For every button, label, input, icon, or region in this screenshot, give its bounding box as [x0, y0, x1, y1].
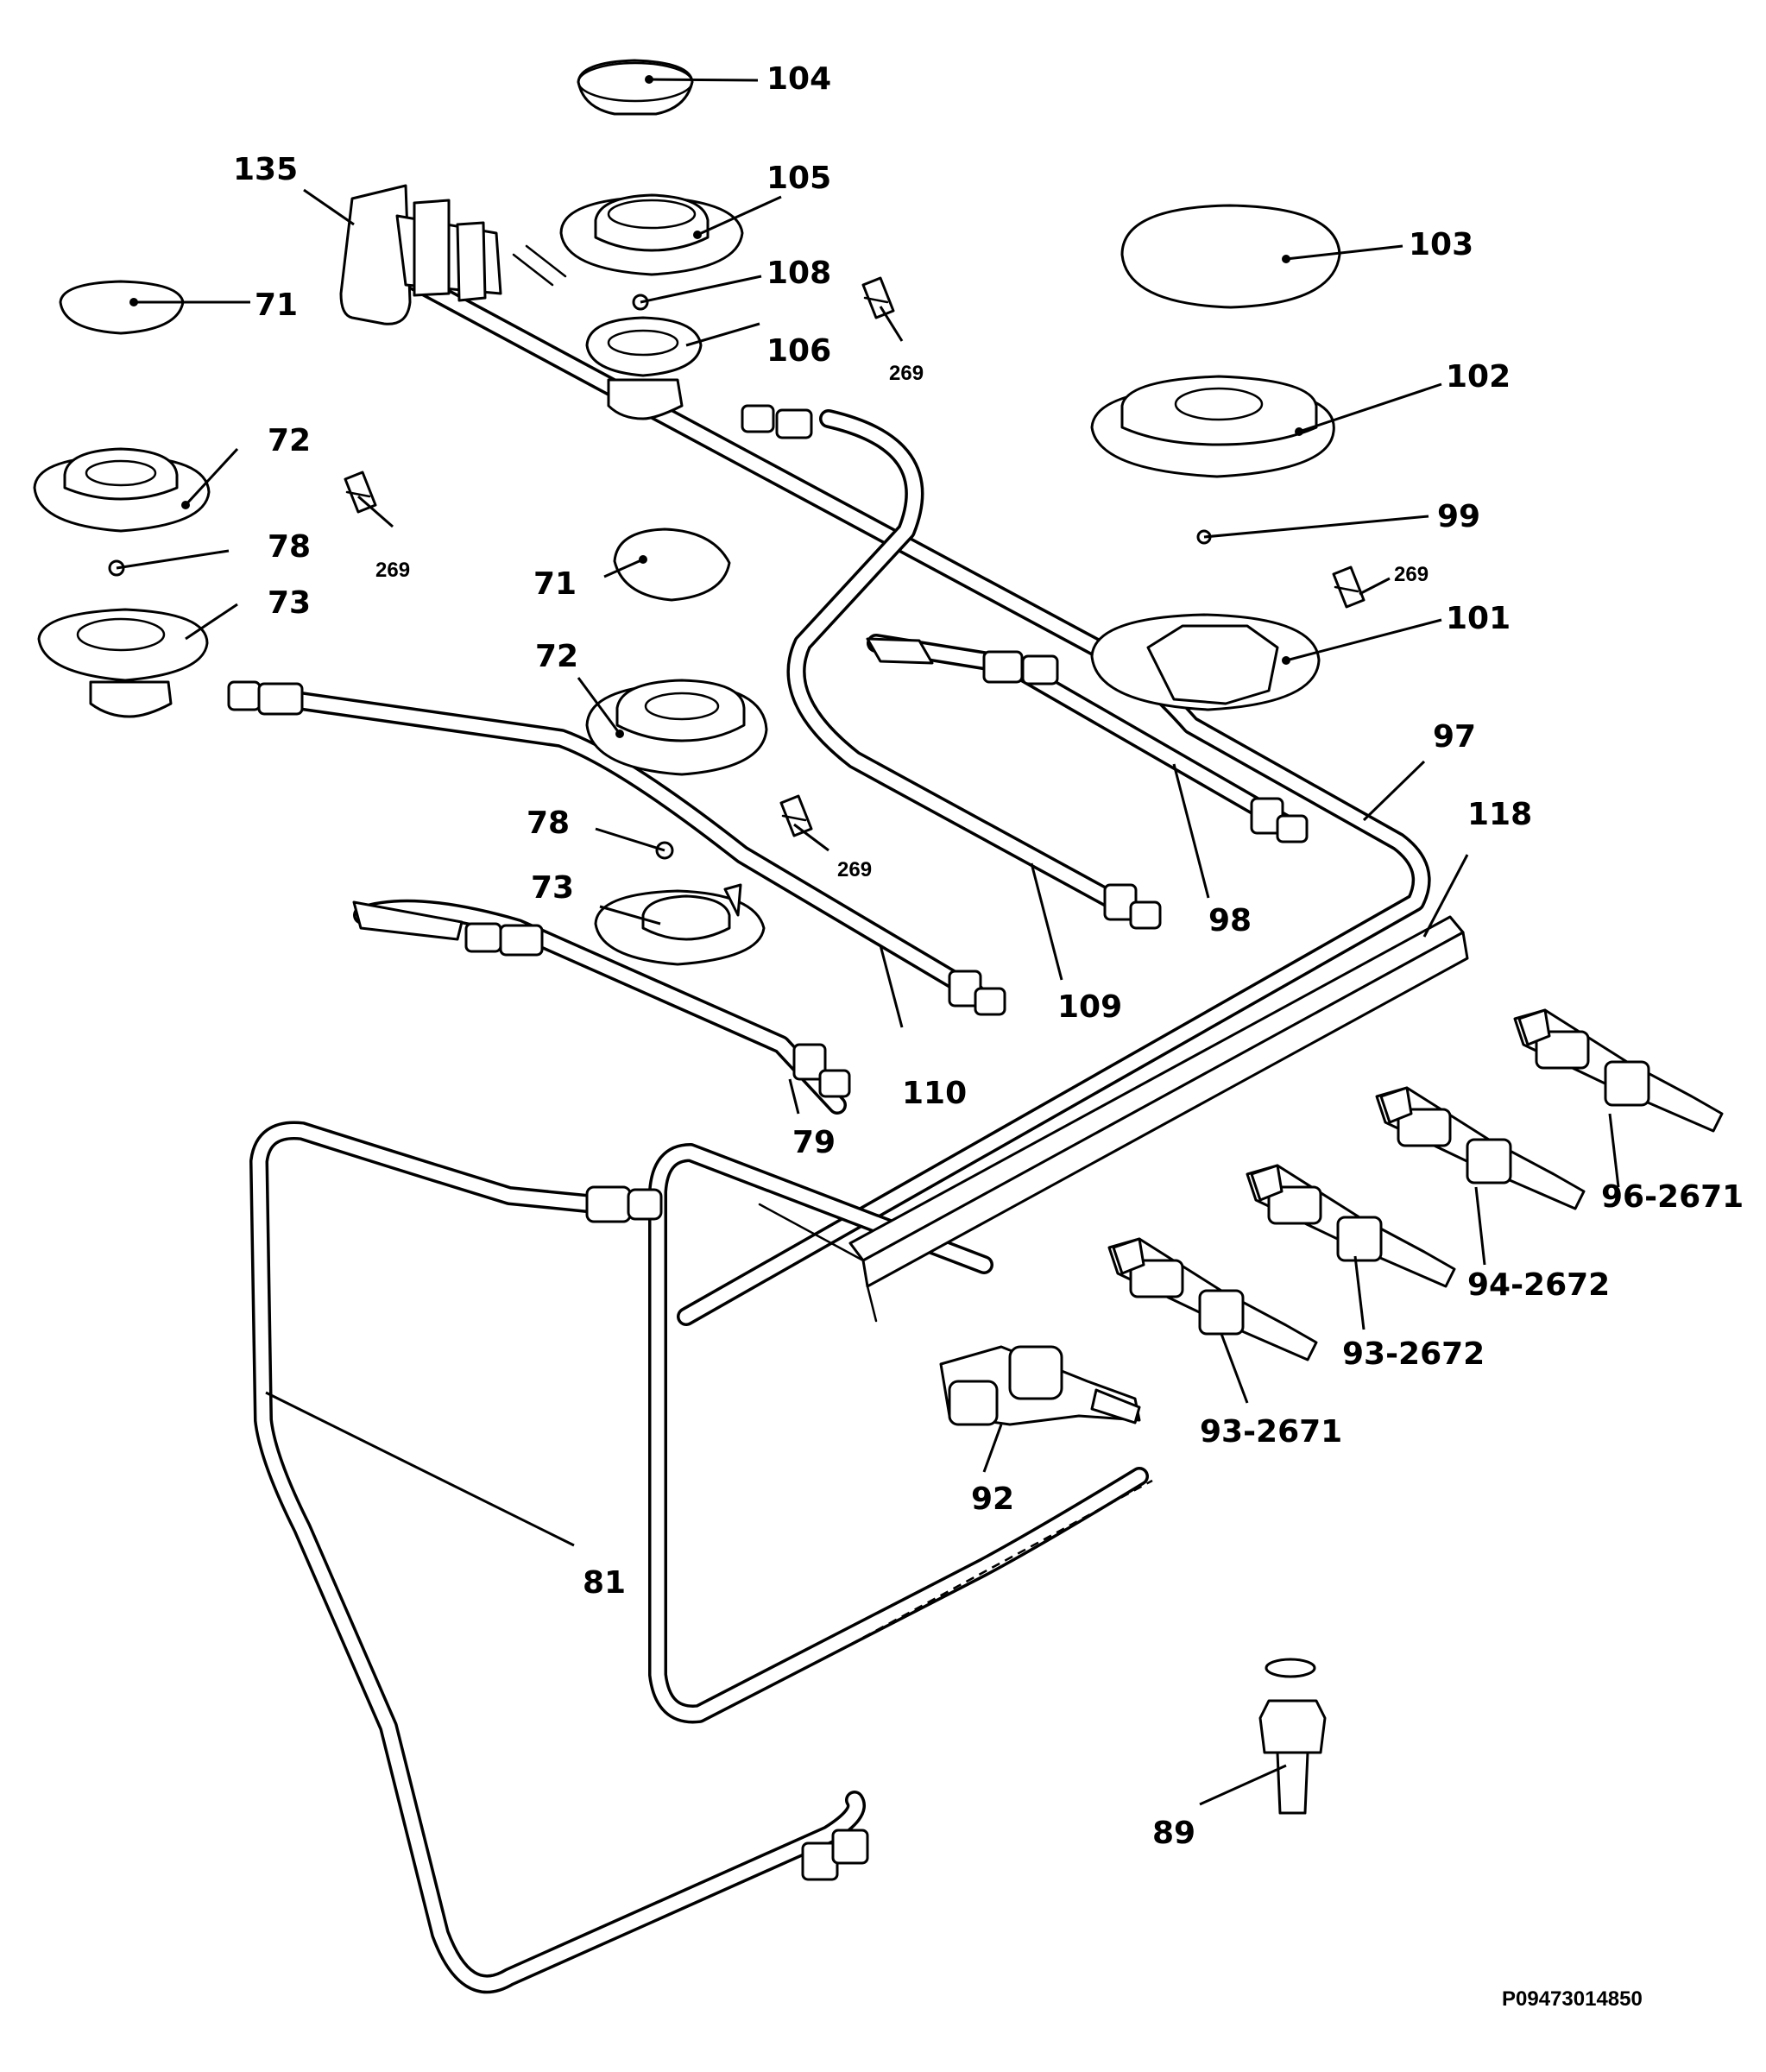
label-73-center: 73	[531, 870, 574, 906]
label-99: 99	[1437, 499, 1480, 534]
burner-crown-72-left	[33, 447, 211, 533]
burner-head-106	[585, 316, 703, 420]
drawing-code: P09473014850	[1502, 1987, 1643, 2011]
leader-lines	[116, 78, 1620, 1806]
clip-269-b	[344, 471, 377, 514]
label-269-b: 269	[375, 559, 410, 582]
label-72-center: 72	[535, 639, 578, 674]
burner-head-101	[1090, 613, 1321, 711]
label-93-2671: 93-2671	[1200, 1414, 1342, 1450]
label-97: 97	[1433, 719, 1476, 755]
gas-tap-94-2672	[1375, 1086, 1586, 1210]
label-94-2672: 94-2672	[1467, 1267, 1610, 1303]
clip-269-d	[779, 794, 813, 837]
label-135: 135	[233, 152, 298, 187]
label-89: 89	[1152, 1816, 1195, 1851]
gas-tap-96-2671	[1513, 1008, 1724, 1133]
gas-inlet-connector-89	[1258, 1658, 1327, 1815]
burner-crown-105	[559, 193, 744, 276]
label-98: 98	[1208, 903, 1252, 938]
label-109: 109	[1057, 989, 1122, 1025]
part-number-labels: 104 135 105 103 108 71 106 269 102 72 26…	[233, 61, 1744, 2011]
label-96-2671: 96-2671	[1601, 1179, 1744, 1215]
label-110: 110	[902, 1076, 967, 1111]
label-71-left: 71	[255, 287, 298, 323]
label-71-center: 71	[533, 566, 577, 602]
burner-cap-71-center	[613, 527, 731, 602]
label-102: 102	[1446, 359, 1511, 395]
dashed-fixing-lines	[849, 1479, 1153, 1646]
gas-tap-92	[939, 1345, 1141, 1426]
label-108: 108	[766, 256, 831, 291]
burner-cap-104	[577, 59, 694, 116]
label-106: 106	[766, 333, 831, 369]
pipe-fittings	[227, 404, 1309, 1881]
label-105: 105	[766, 161, 831, 196]
clip-269-c	[1332, 565, 1365, 609]
burner-head-73-left	[37, 608, 209, 718]
burner-cap-103	[1120, 204, 1341, 309]
gas-connector-135	[339, 184, 567, 325]
label-93-2672: 93-2672	[1342, 1336, 1485, 1372]
burner-head-73-center	[594, 883, 766, 966]
label-269-a: 269	[889, 362, 924, 385]
label-104: 104	[766, 61, 831, 97]
clip-269-a	[861, 276, 895, 319]
label-78-center: 78	[527, 805, 570, 841]
label-78-left: 78	[268, 529, 311, 565]
gas-supply-pipes	[249, 262, 1431, 1994]
label-269-d: 269	[837, 858, 872, 881]
burner-crown-102	[1090, 375, 1335, 478]
label-92: 92	[971, 1481, 1014, 1517]
gas-tap-93-2671	[1107, 1237, 1318, 1361]
label-73-left: 73	[268, 585, 311, 621]
label-103: 103	[1409, 227, 1473, 262]
label-81: 81	[583, 1565, 626, 1601]
burner-cap-71-left	[59, 280, 185, 335]
label-72-left: 72	[268, 423, 311, 458]
burner-crown-72-center	[585, 679, 768, 776]
mounting-rail-118	[758, 915, 1469, 1323]
label-269-c: 269	[1394, 563, 1429, 586]
gas-tap-93-2672	[1246, 1164, 1456, 1288]
label-79: 79	[792, 1125, 836, 1160]
label-101: 101	[1446, 601, 1511, 636]
label-118: 118	[1467, 797, 1532, 832]
